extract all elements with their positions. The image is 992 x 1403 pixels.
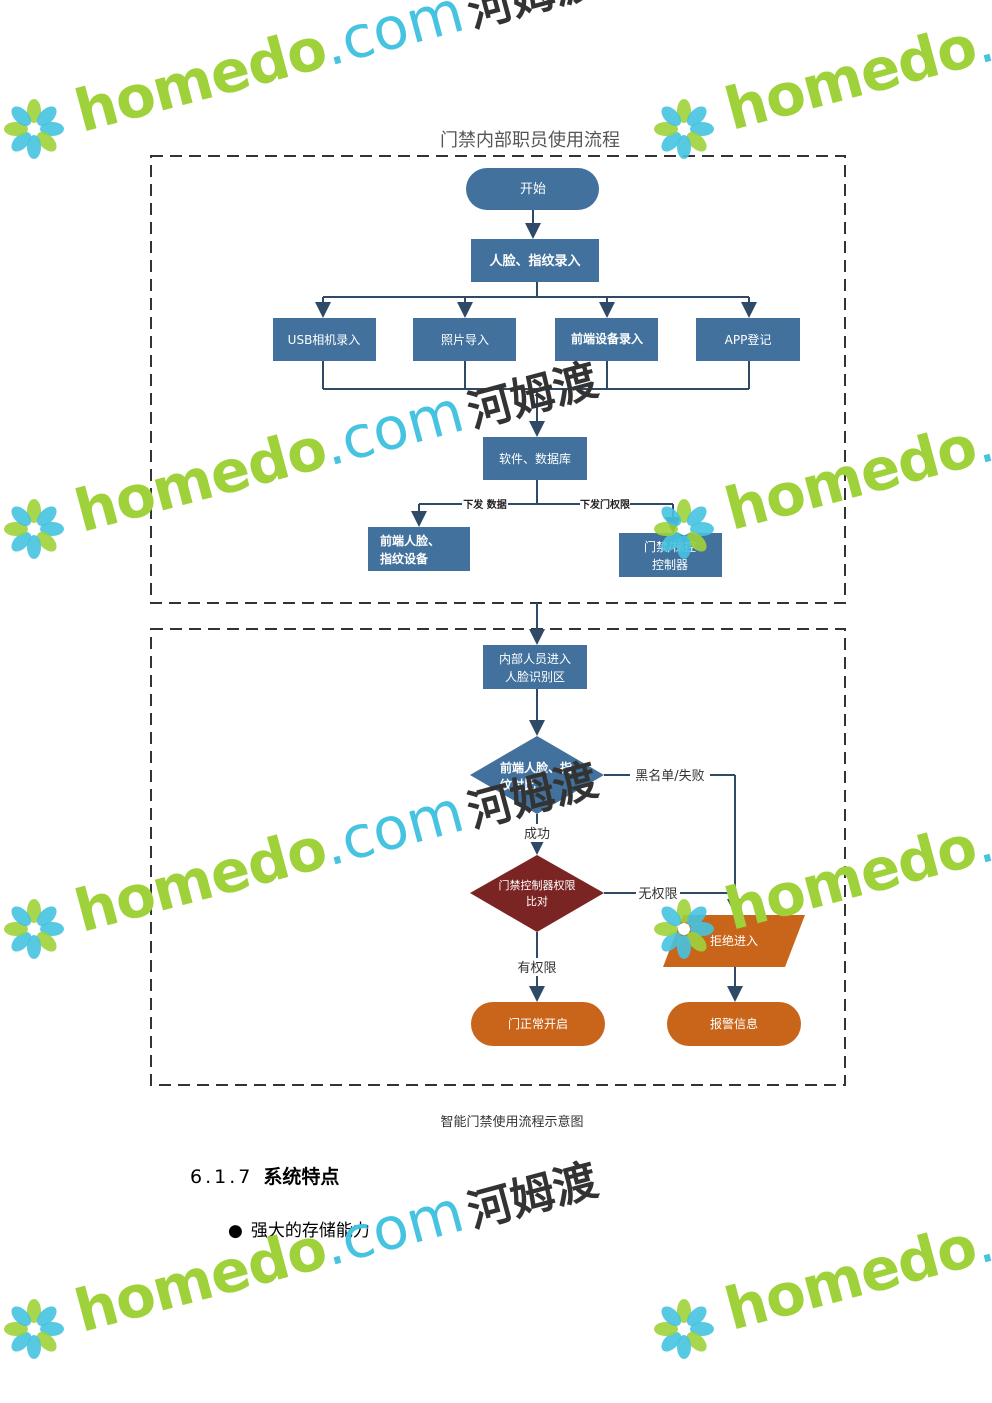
front-device-node [368, 527, 470, 571]
method-label: APP登记 [725, 332, 772, 347]
enter-zone-label: 内部人员进入 [499, 651, 571, 666]
homedo-flower-logo-icon [4, 1299, 64, 1359]
start-node [466, 168, 599, 210]
door-open-node [471, 1002, 605, 1046]
alarm-node [667, 1002, 801, 1046]
method-node-photo [413, 318, 516, 361]
permission-label: 门禁控制器权限 [499, 878, 576, 892]
compare-label: 前端人脸、指 [500, 760, 572, 775]
compare-label: 纹对比 [500, 777, 536, 792]
watermark-cn: 河姆渡 [462, 1154, 604, 1239]
method-label: USB相机录入 [288, 333, 361, 347]
permission-decision [470, 855, 604, 932]
controller-label: 控制器 [652, 558, 688, 572]
flowchart: 门禁内部职员使用流程 下发 数据 下发门权限 黑名单/失败 [150, 130, 846, 1086]
watermark-domain: .com [965, 1174, 992, 1278]
enroll-label: 人脸、指纹录入 [489, 253, 580, 269]
access-section-border [150, 628, 846, 1086]
enter-zone-label: 人脸识别区 [505, 670, 565, 684]
flowchart-title: 门禁内部职员使用流程 [440, 130, 620, 151]
method-node-device [555, 318, 658, 361]
bullet-dot-icon: ● [228, 1221, 243, 1241]
edge-label-success: 成功 [524, 827, 550, 842]
enrollment-section-border [150, 155, 846, 604]
homedo-watermark: homedo.com [718, 1175, 992, 1344]
enter-zone-node [483, 645, 587, 689]
watermark-brand: homedo [718, 1211, 984, 1344]
compare-decision [470, 736, 604, 814]
front-device-label: 前端人脸、 [380, 533, 440, 548]
software-node [483, 437, 587, 480]
permission-label: 比对 [526, 894, 548, 908]
front-device-label: 指纹设备 [380, 551, 429, 566]
method-label: 照片导入 [441, 333, 489, 347]
software-label: 软件、数据库 [499, 451, 571, 466]
edge-label-send-permission: 下发门权限 [580, 498, 631, 511]
controller-label: 门禁/梯控 [644, 539, 696, 554]
edge-label-blacklist: 黑名单/失败 [635, 768, 704, 784]
section-number: 6.1.7 [190, 1166, 254, 1188]
alarm-label: 报警信息 [710, 1016, 758, 1031]
door-open-label: 门正常开启 [508, 1016, 568, 1031]
edge-label-no-permission: 无权限 [638, 886, 677, 902]
method-node-usb [273, 318, 376, 361]
method-node-app [696, 318, 800, 361]
bullet-text: 强大的存储能力 [250, 1221, 370, 1241]
edge-label-send-data: 下发 数据 [463, 498, 506, 511]
section-title: 系统特点 [263, 1166, 340, 1188]
figure-caption: 智能门禁使用流程示意图 [440, 1115, 584, 1130]
edge-label-has-permission: 有权限 [517, 960, 556, 976]
bullet-item: ● 强大的存储能力 [228, 1216, 370, 1241]
enroll-node [471, 239, 599, 282]
reject-label: 拒绝进入 [710, 933, 758, 948]
homedo-flower-logo-icon [654, 1299, 714, 1359]
section-heading: 6.1.7 系统特点 [190, 1162, 339, 1189]
start-label: 开始 [520, 182, 546, 197]
method-label: 前端设备录入 [571, 331, 643, 346]
